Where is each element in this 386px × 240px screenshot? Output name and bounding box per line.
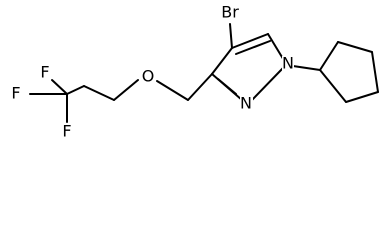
bond-ch2-ch2	[83, 85, 115, 101]
nitrogen-label-n2: N	[240, 94, 252, 113]
n1-background	[282, 56, 294, 72]
bond-c4-c5	[231, 33, 269, 49]
cyclopentane-bond-2	[337, 41, 373, 53]
cyclopentane-bond-5	[319, 69, 347, 103]
cyclopentane-bond-4	[345, 91, 379, 103]
bond-n1-cyclopentyl	[292, 65, 321, 71]
fluorine-label-bottom: F	[62, 122, 71, 141]
bond-n1-n2	[251, 67, 284, 101]
bond-n2-c3-double	[217, 78, 237, 95]
n2-background	[240, 96, 253, 112]
bond-ch2-o	[156, 80, 189, 101]
molecule-diagram: Br N N O F F F	[11, 3, 379, 141]
chemical-structure-canvas: Br N N O F F F	[11, 2, 379, 141]
bromine-label: Br	[221, 3, 239, 22]
cyclopentane-bond-1	[319, 41, 339, 71]
bond-c-f1	[51, 79, 68, 95]
bond-c4-c5-double	[235, 40, 271, 55]
fluorine-label-left: F	[11, 84, 20, 103]
bond-ch2-cf3	[66, 85, 85, 95]
oxygen-label: O	[142, 67, 155, 86]
fluorine-label-top: F	[40, 63, 49, 82]
bond-o-ch2	[113, 79, 139, 101]
bond-br-c4	[229, 23, 233, 49]
cyclopentane-bond-3	[371, 51, 379, 93]
nitrogen-label-n1: N	[282, 54, 294, 73]
bond-c3-c4	[211, 47, 233, 75]
oxygen-background	[140, 70, 156, 86]
bond-c3-ch2	[187, 73, 213, 101]
